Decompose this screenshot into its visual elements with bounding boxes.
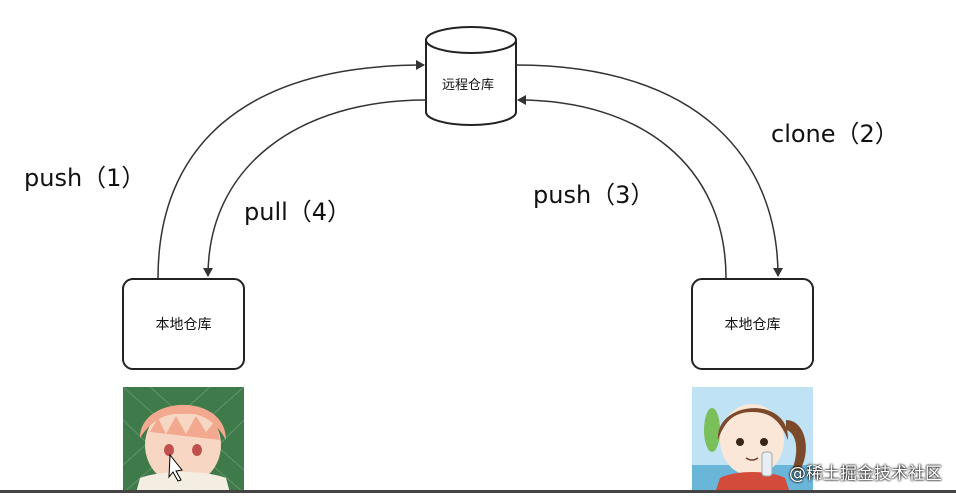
remote-repo-label: 远程仓库 — [442, 78, 495, 93]
anime-girl-avatar — [692, 387, 813, 493]
push-3-label: push（3） — [533, 181, 655, 209]
remote-repo-cylinder — [425, 26, 517, 126]
pull-4-label: pull（4） — [244, 198, 352, 226]
clone-2-label: clone（2） — [771, 120, 899, 148]
local-repo-left-label: 本地仓库 — [155, 317, 212, 333]
local-repo-left: 本地仓库 — [122, 278, 245, 370]
clone-2-arrow — [515, 64, 783, 277]
watermark: @稀土掘金技术社区 — [789, 464, 942, 484]
push-1-arrow — [157, 60, 425, 279]
push-1-label: push（1） — [24, 164, 146, 192]
push-3-arrow — [517, 95, 727, 279]
local-repo-right-label: 本地仓库 — [724, 317, 781, 333]
local-repo-right: 本地仓库 — [691, 278, 814, 370]
anime-boy-avatar — [122, 386, 245, 494]
bottom-divider — [0, 490, 956, 493]
pull-4-arrow — [203, 99, 427, 277]
